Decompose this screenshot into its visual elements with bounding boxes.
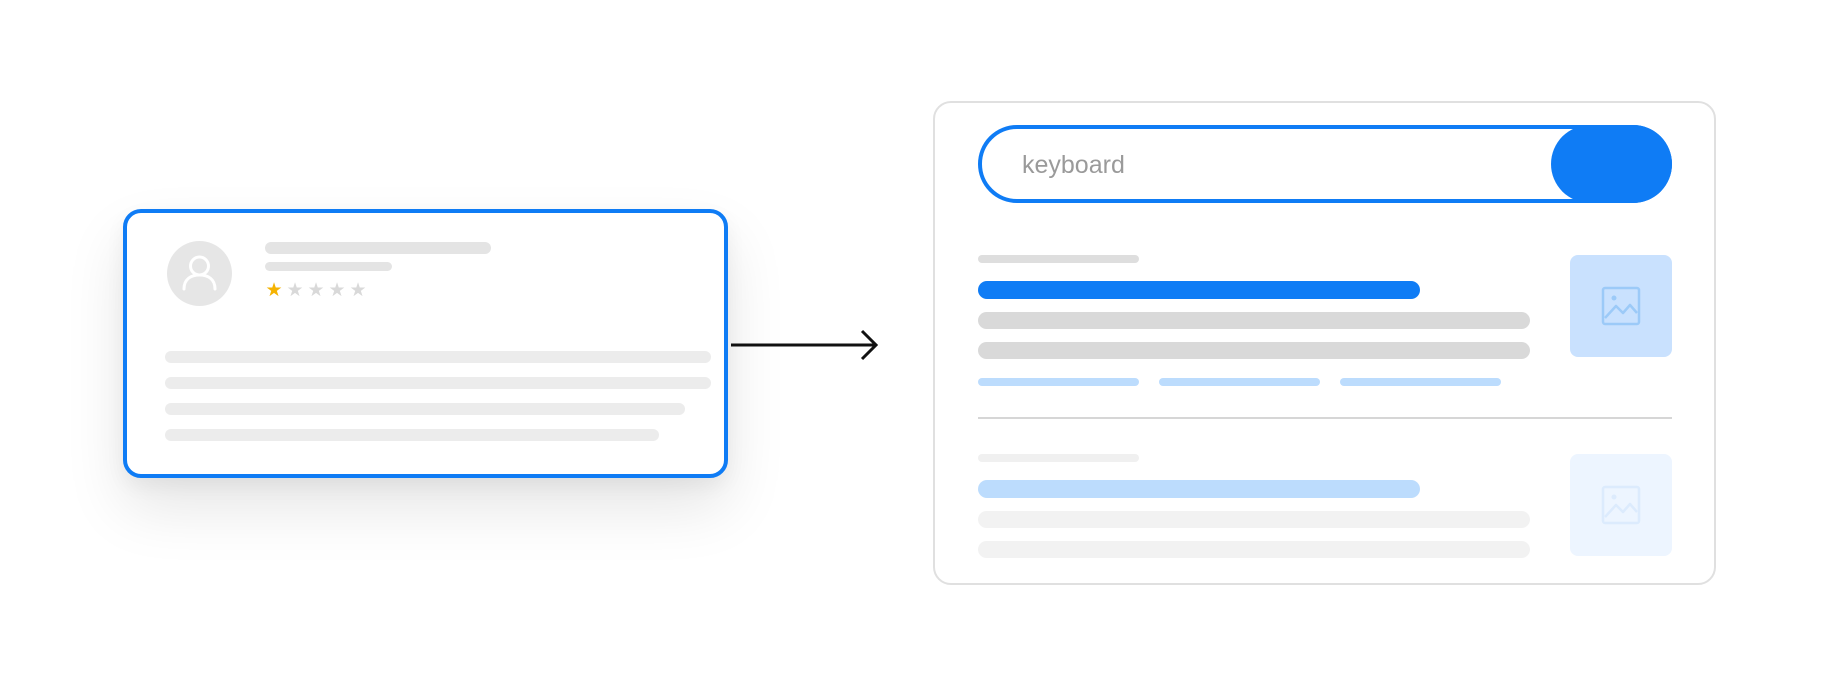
image-icon <box>1601 286 1641 326</box>
result-thumbnail <box>1570 454 1672 556</box>
image-icon <box>1601 485 1641 525</box>
avatar <box>167 241 232 306</box>
result-snippet-line <box>978 511 1530 528</box>
star-icon: ★ <box>307 280 325 301</box>
review-text-line <box>165 403 685 415</box>
star-icon: ★ <box>349 280 367 301</box>
review-date-placeholder <box>265 262 392 271</box>
result-snippet-line <box>978 342 1530 359</box>
search-bar[interactable]: keyboard <box>978 125 1672 203</box>
result-snippet-line <box>978 541 1530 558</box>
star-icon: ★ <box>286 280 304 301</box>
result-source-placeholder <box>978 454 1139 462</box>
search-button[interactable] <box>1551 125 1672 203</box>
star-icon: ★ <box>265 280 283 301</box>
star-rating: ★★★★★ <box>265 281 367 300</box>
review-card: ★★★★★ <box>123 209 728 478</box>
star-icon: ★ <box>328 280 346 301</box>
review-text-line <box>165 377 711 389</box>
arrow-right-icon <box>731 329 879 361</box>
result-title-link[interactable] <box>978 480 1420 498</box>
result-sitelink[interactable] <box>1340 378 1501 386</box>
result-thumbnail <box>1570 255 1672 357</box>
review-text-line <box>165 429 659 441</box>
result-sitelink[interactable] <box>978 378 1139 386</box>
user-icon <box>182 255 217 291</box>
search-results-panel: keyboard <box>933 101 1716 585</box>
result-title-link[interactable] <box>978 281 1420 299</box>
reviewer-name-placeholder <box>265 242 491 254</box>
result-source-placeholder <box>978 255 1139 263</box>
result-sitelink[interactable] <box>1159 378 1320 386</box>
search-input[interactable]: keyboard <box>1022 151 1125 179</box>
result-divider <box>978 417 1672 419</box>
review-text-line <box>165 351 711 363</box>
result-snippet-line <box>978 312 1530 329</box>
